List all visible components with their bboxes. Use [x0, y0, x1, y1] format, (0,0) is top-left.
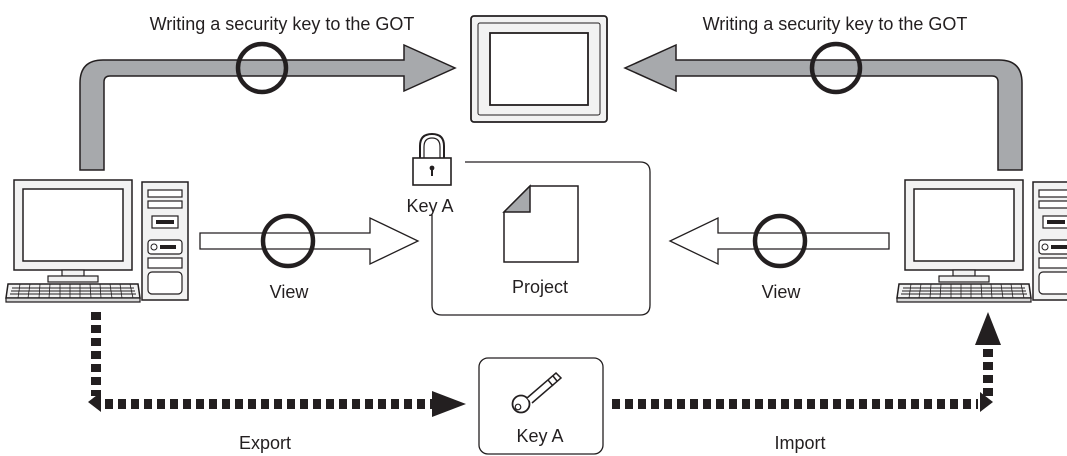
document-icon [502, 184, 579, 263]
view-label-left: View [270, 282, 310, 302]
export-label: Export [239, 433, 291, 453]
export-arrow [88, 312, 466, 417]
view-label-right: View [762, 282, 802, 302]
padlock-icon [412, 132, 452, 186]
lock-key-label: Key A [406, 196, 453, 216]
got-display-icon [470, 15, 608, 123]
key-box-label: Key A [516, 426, 563, 446]
write-label-left: Writing a security key to the GOT [150, 14, 415, 34]
write-arrow-right [623, 41, 1023, 171]
key-box [478, 357, 604, 455]
personal-computer-icon-right [896, 179, 1067, 303]
import-label: Import [774, 433, 825, 453]
view-arrow-right [668, 213, 890, 269]
view-arrow-left [199, 213, 420, 269]
write-arrow-left [79, 41, 457, 171]
write-label-right: Writing a security key to the GOT [703, 14, 968, 34]
project-container [431, 161, 651, 316]
import-arrow [612, 312, 1001, 412]
project-label: Project [512, 277, 568, 297]
key-icon [511, 371, 563, 414]
personal-computer-icon-left [5, 179, 189, 303]
